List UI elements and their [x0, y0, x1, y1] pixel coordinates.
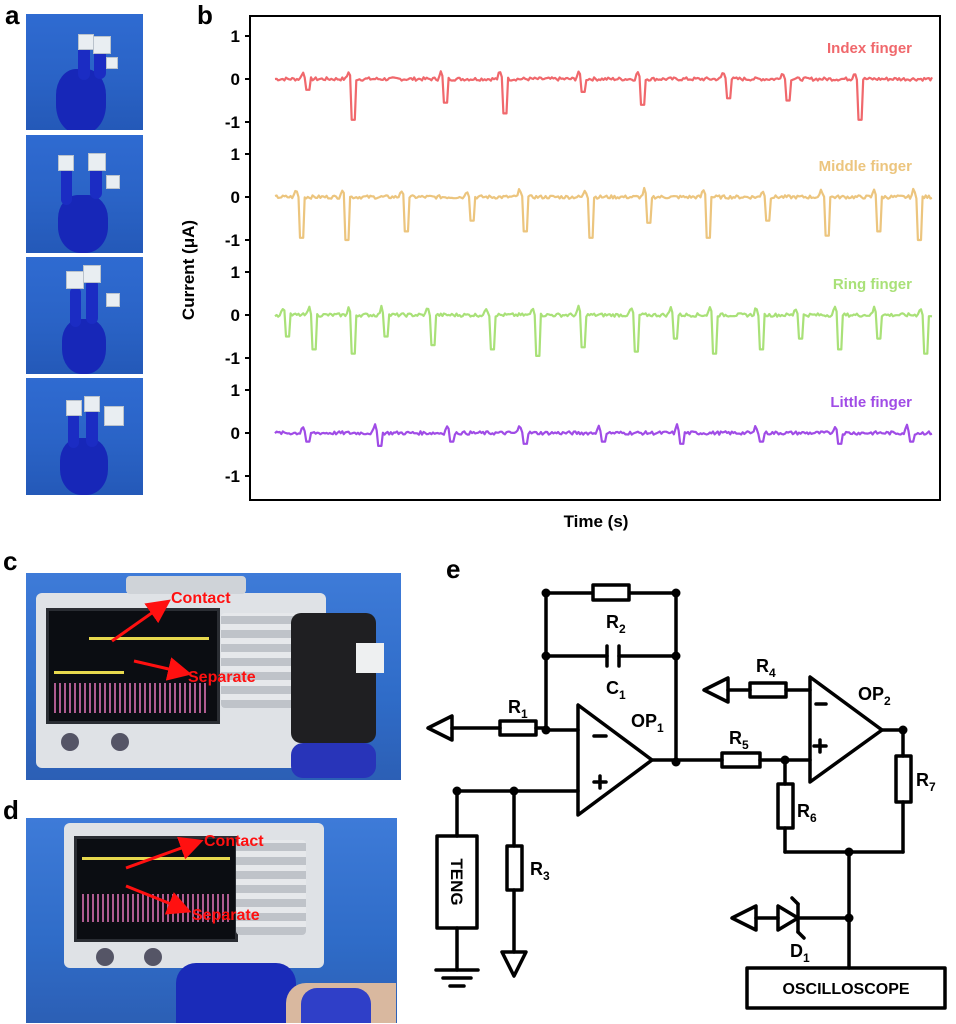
oscilloscope-robot-photo: Contact Separate — [26, 573, 401, 780]
series-label: Little finger — [830, 394, 912, 411]
resistor-r3 — [505, 844, 524, 892]
ground-triangle-r1 — [426, 714, 454, 742]
oscilloscope-box — [745, 966, 947, 1010]
series-line-little-finger — [274, 423, 933, 447]
resistor-r4 — [748, 681, 788, 699]
op1-amplifier — [576, 703, 654, 817]
glove-photo-ring — [26, 257, 143, 374]
label-r7: R7 — [916, 770, 936, 794]
y-tick-label: 1 — [231, 263, 240, 282]
series-label: Index finger — [827, 40, 912, 57]
y-tick-label: -1 — [225, 113, 240, 132]
chart-frame — [249, 15, 941, 501]
label-r3: R3 — [530, 859, 550, 883]
op2-amplifier — [808, 675, 884, 784]
y-tick-label: 1 — [231, 381, 240, 400]
panel-letter-e: e — [446, 554, 461, 584]
series-label: Ring finger — [833, 276, 912, 293]
label-oscilloscope: OSCILLOSCOPE — [782, 981, 909, 998]
label-d1: D1 — [790, 941, 810, 965]
series-label: Middle finger — [819, 158, 912, 175]
y-tick-label: 0 — [231, 70, 240, 89]
contact-label-c: Contact — [171, 590, 231, 607]
series-line-middle-finger — [274, 186, 933, 242]
y-tick-label: 1 — [231, 145, 240, 164]
resistor-r5 — [720, 751, 762, 769]
resistor-r2 — [591, 583, 631, 602]
label-op1: OP1 — [631, 711, 664, 735]
oscilloscope-hand-photo: Contact Separate — [26, 818, 397, 1023]
separate-label-d: Separate — [192, 907, 260, 924]
label-teng: TENG — [447, 858, 466, 905]
label-r1: R1 — [508, 697, 528, 721]
arrows-d — [125, 836, 204, 915]
label-r2: R2 — [606, 612, 626, 636]
label-c1: C1 — [606, 678, 626, 702]
glove-photo-little — [26, 378, 143, 495]
ground-triangle-r3 — [500, 950, 528, 978]
resistor-r1 — [498, 719, 538, 737]
arrows-c — [111, 599, 192, 681]
chart-x-axis-label: Time (s) — [564, 512, 629, 531]
series-line-index-finger — [274, 70, 933, 121]
ground-triangle-r4 — [702, 676, 730, 704]
separate-label-c: Separate — [188, 669, 256, 686]
panel-letter-b: b — [197, 0, 213, 30]
label-r5: R5 — [729, 728, 749, 752]
label-r6: R6 — [797, 801, 817, 825]
chart-y-axis-label: Current (μA) — [179, 220, 198, 320]
resistor-r7 — [894, 754, 913, 804]
panel-letter-c: c — [3, 546, 18, 576]
label-op2: OP2 — [858, 684, 891, 708]
y-tick-label: 0 — [231, 306, 240, 325]
zener-diode-d1 — [776, 904, 800, 932]
series-line-ring-finger — [274, 304, 933, 357]
ground-triangle-d1 — [730, 904, 758, 932]
panel-letter-d: d — [3, 795, 19, 825]
glove-photo-index — [26, 14, 143, 130]
y-tick-label: -1 — [225, 467, 240, 486]
y-tick-label: -1 — [225, 349, 240, 368]
y-tick-label: 1 — [231, 27, 240, 46]
y-tick-label: -1 — [225, 231, 240, 250]
y-tick-label: 0 — [231, 424, 240, 443]
glove-photo-middle — [26, 135, 143, 253]
label-r4: R4 — [756, 656, 776, 680]
panel-letter-a: a — [5, 0, 20, 30]
contact-label-d: Contact — [204, 833, 264, 850]
y-tick-label: 0 — [231, 188, 240, 207]
resistor-r6 — [776, 782, 795, 830]
